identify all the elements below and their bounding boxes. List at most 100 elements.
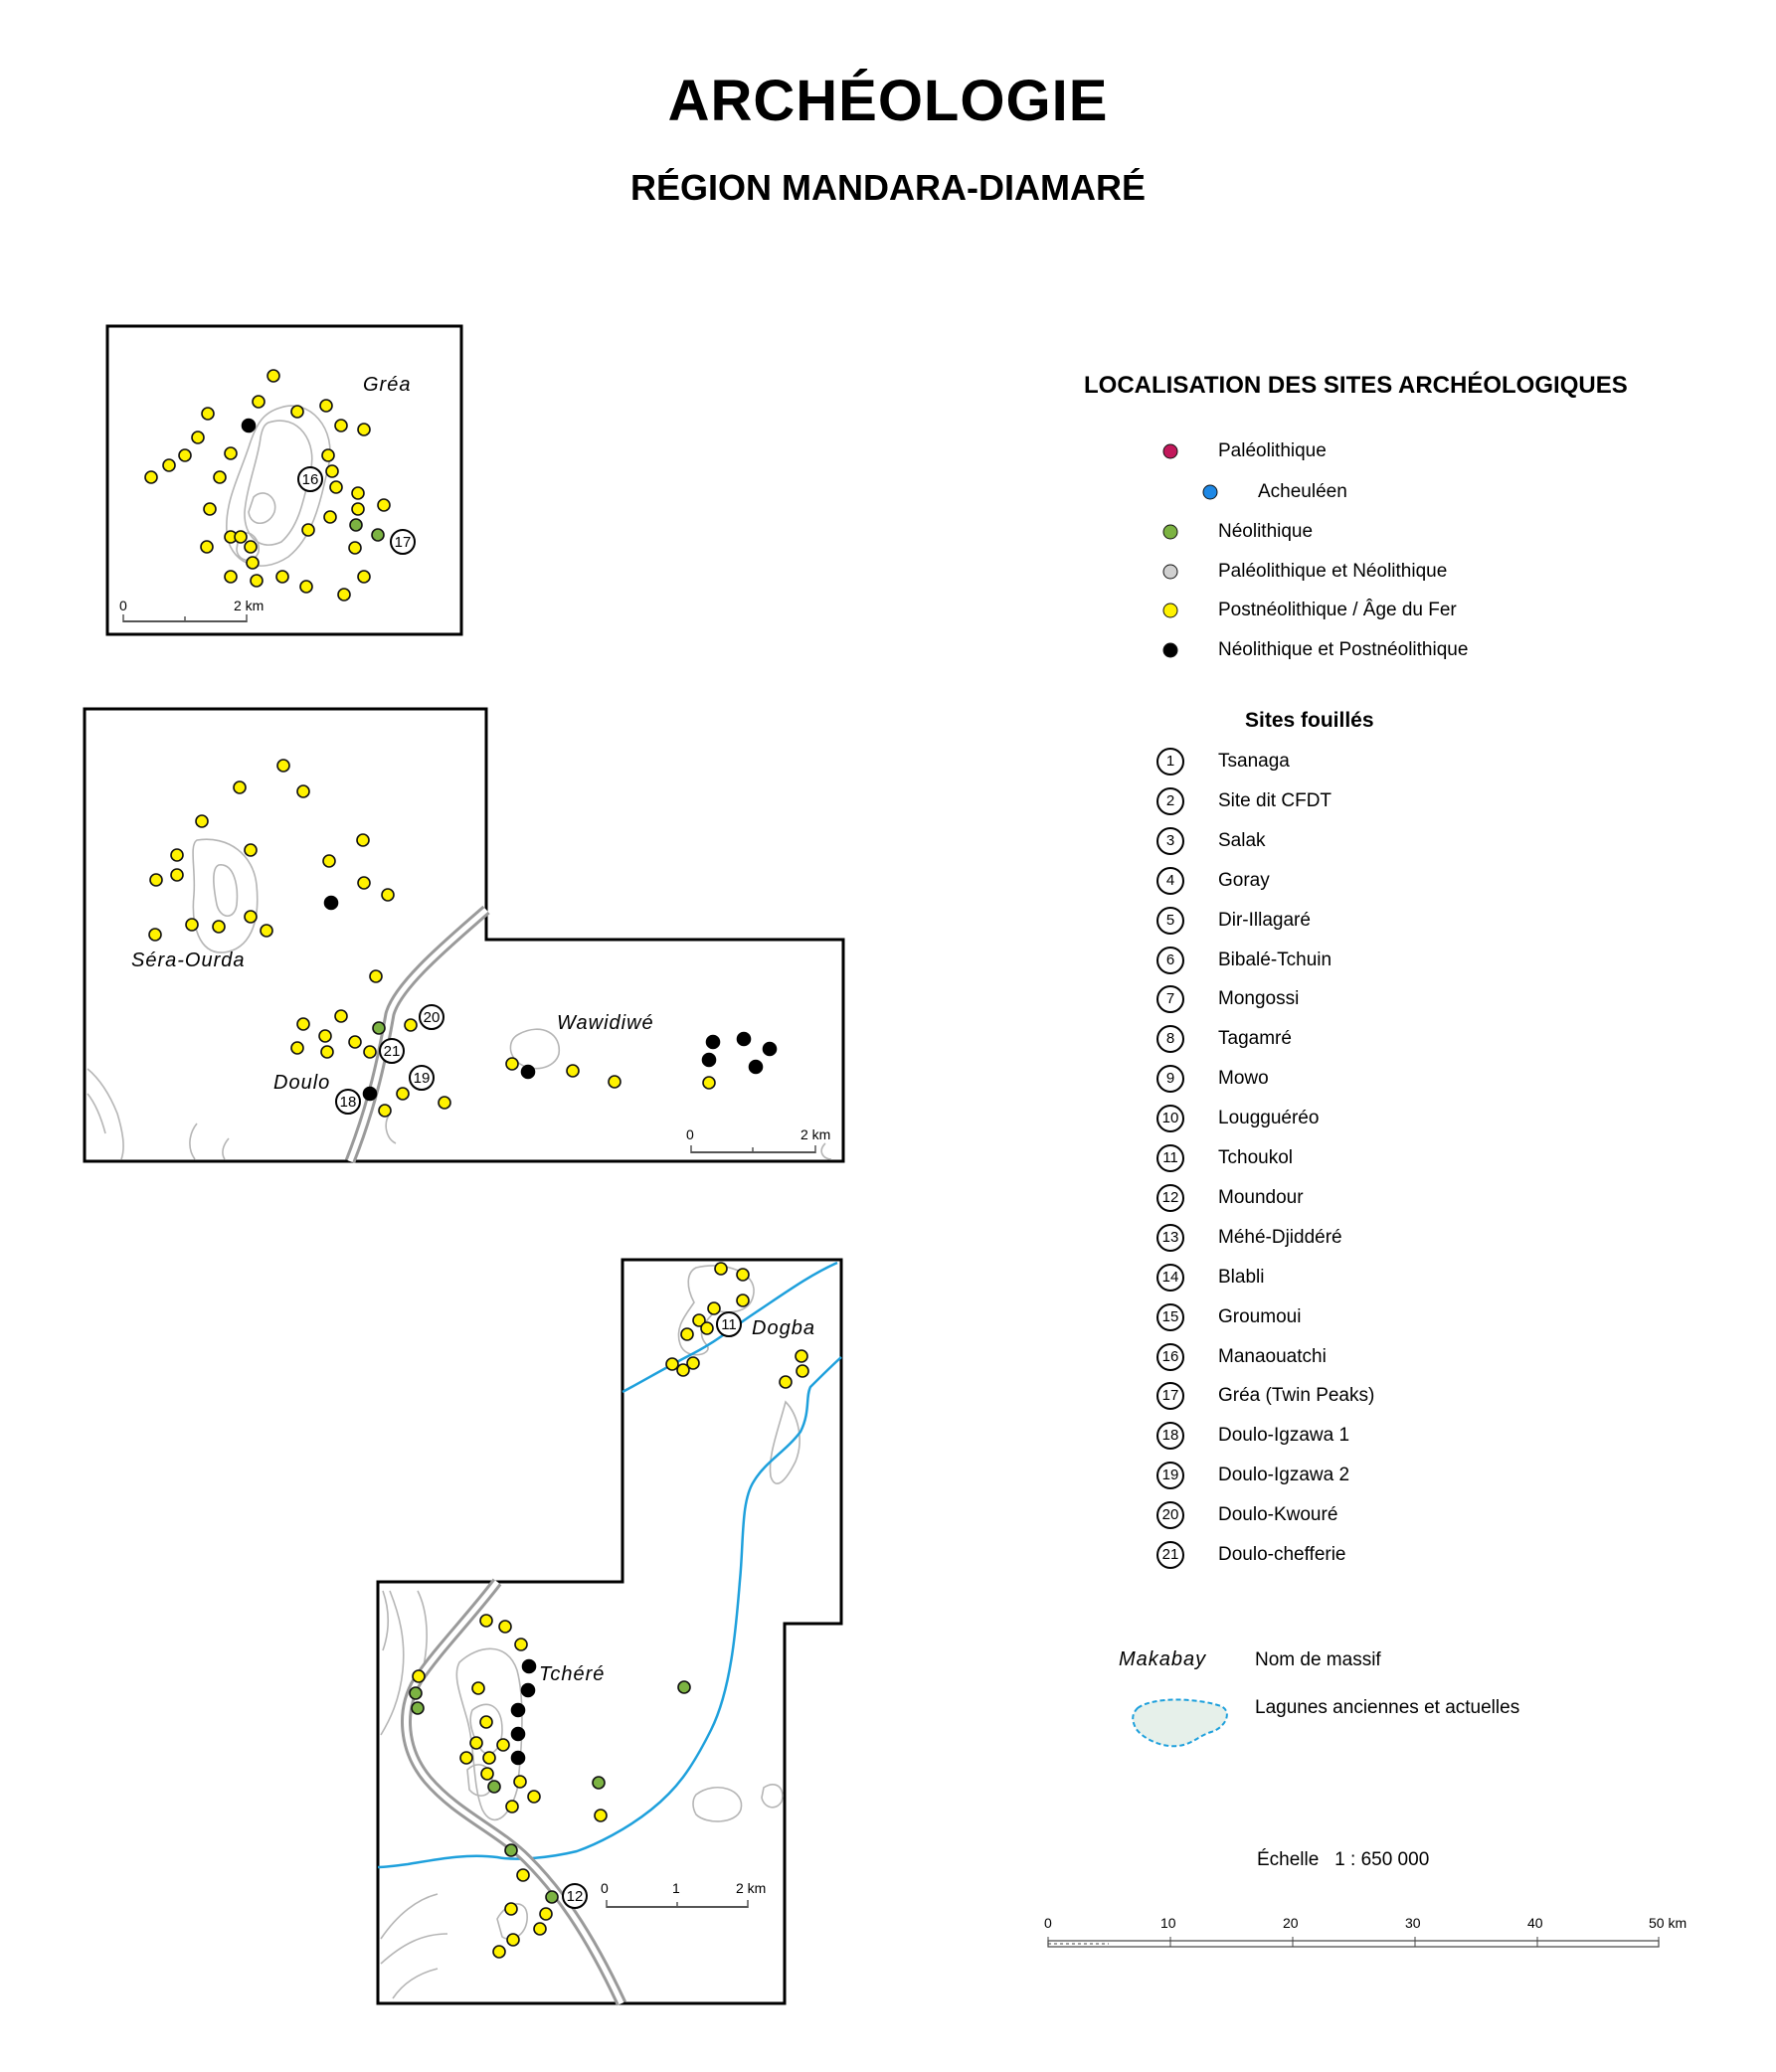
doulo-scale-bar: 0 2 km [686, 1126, 830, 1153]
svg-text:1: 1 [672, 1880, 680, 1896]
svg-text:2 km: 2 km [234, 598, 264, 613]
legend-site-number: 8 [1156, 1025, 1184, 1054]
legend-site-number: 5 [1156, 906, 1184, 935]
period-color-swatch [1162, 524, 1178, 540]
period-color-swatch [1202, 484, 1218, 500]
legend-period-dot [1202, 484, 1218, 500]
massif-legend-label: Nom de massif [1255, 1649, 1381, 1670]
site-marker-17[interactable]: 17 [390, 529, 416, 555]
legend-period-label: Postnéolithique / Âge du Fer [1218, 600, 1457, 620]
svg-text:21: 21 [384, 1043, 401, 1060]
svg-text:2 km: 2 km [736, 1880, 766, 1896]
legend-site-number: 15 [1156, 1302, 1184, 1331]
legend-site-number: 18 [1156, 1422, 1184, 1451]
inset-grea: 16 17 Gréa 0 2 km [105, 324, 463, 636]
legend-site-number: 17 [1156, 1382, 1184, 1411]
legend-site-number: 1 [1156, 748, 1184, 776]
legend-site-name: Mongossi [1218, 988, 1300, 1010]
site-marker-20[interactable]: 20 [419, 1004, 444, 1030]
legend-period-label: Néolithique et Postnéolithique [1218, 639, 1469, 660]
doulo-contours [87, 838, 832, 1160]
legend-site-number: 12 [1156, 1183, 1184, 1212]
legend-period-dot [1162, 603, 1178, 618]
svg-text:2 km: 2 km [800, 1126, 830, 1142]
lagoon-legend-label: Lagunes anciennes et actuelles [1255, 1697, 1520, 1718]
legend-site-name: Moundour [1218, 1186, 1304, 1208]
legend-site-name: Doulo-Igzawa 1 [1218, 1425, 1350, 1447]
legend-site-number: 20 [1156, 1501, 1184, 1530]
dogba-scale-bar: 0 1 2 km [601, 1880, 766, 1908]
map-title: ARCHÉOLOGIE [667, 69, 1109, 133]
legend-site-name: Dir-Illagaré [1218, 909, 1311, 931]
scale-caption: Échelle 1 : 650 000 [1257, 1849, 1429, 1871]
scale-tick-label: 0 [1044, 1915, 1052, 1931]
site-marker-11[interactable]: 11 [716, 1311, 742, 1337]
site-marker-21[interactable]: 21 [379, 1038, 405, 1064]
period-color-swatch [1162, 603, 1178, 618]
legend-site-name: Doulo-Kwouré [1218, 1504, 1338, 1526]
scale-tick-label: 10 [1160, 1915, 1176, 1931]
site-marker-12[interactable]: 12 [562, 1883, 588, 1909]
legend-period-label: Paléolithique et Néolithique [1218, 561, 1448, 582]
legend-site-name: Tsanaga [1218, 751, 1290, 772]
inset-dogba: 11 12 Dogba Tchéré 0 1 2 km [376, 1258, 843, 2006]
legend-site-number: 13 [1156, 1223, 1184, 1252]
legend-site-name: Gréa (Twin Peaks) [1218, 1385, 1375, 1407]
legend-site-number: 16 [1156, 1342, 1184, 1371]
site-marker-18[interactable]: 18 [335, 1089, 361, 1115]
map-subtitle: RÉGION MANDARA-DIAMARÉ [630, 167, 1146, 208]
main-scale-bar [1047, 1937, 1660, 1948]
dogba-road [401, 1578, 626, 2006]
grea-contours [226, 405, 331, 567]
svg-text:0: 0 [601, 1880, 609, 1896]
doulo-road [344, 905, 490, 1164]
site-marker-19[interactable]: 19 [409, 1065, 435, 1091]
legend-period-dot [1162, 443, 1178, 459]
svg-text:0: 0 [119, 598, 127, 613]
scale-tick-label: 30 [1405, 1915, 1421, 1931]
legend-period-dot [1162, 642, 1178, 658]
svg-text:12: 12 [567, 1888, 584, 1905]
legend-site-number: 19 [1156, 1462, 1184, 1490]
legend-site-name: Doulo-chefferie [1218, 1544, 1346, 1565]
legend-sites-heading: Sites fouillés [1245, 709, 1374, 732]
legend-period-dot [1162, 564, 1178, 580]
massif-sample-label: Makabay [1119, 1648, 1207, 1670]
legend-site-name: Tchoukol [1218, 1147, 1293, 1168]
place-label-tchere: Tchéré [539, 1663, 605, 1685]
legend-site-number: 14 [1156, 1263, 1184, 1292]
inset-doulo: 20 21 19 18 Séra-Ourda Wawidiwé Doulo 0 … [83, 707, 845, 1164]
legend-period-label: Néolithique [1218, 521, 1314, 542]
legend-period-dot [1162, 524, 1178, 540]
svg-text:19: 19 [414, 1070, 431, 1087]
legend-site-number: 4 [1156, 866, 1184, 895]
legend-site-number: 6 [1156, 946, 1184, 974]
svg-text:17: 17 [395, 534, 412, 551]
scale-tick-label: 20 [1283, 1915, 1299, 1931]
legend-site-number: 10 [1156, 1105, 1184, 1133]
grea-scale-bar: 0 2 km [119, 598, 264, 622]
scale-tick-label: 40 [1527, 1915, 1543, 1931]
legend-site-name: Salak [1218, 829, 1266, 851]
legend-site-number: 3 [1156, 826, 1184, 855]
svg-text:20: 20 [424, 1009, 441, 1026]
legend-heading: LOCALISATION DES SITES ARCHÉOLOGIQUES [1084, 372, 1628, 399]
place-label-grea: Gréa [363, 374, 411, 396]
legend-site-name: Site dit CFDT [1218, 789, 1332, 811]
period-color-swatch [1162, 642, 1178, 658]
site-marker-16[interactable]: 16 [297, 466, 323, 492]
place-label-dogba: Dogba [752, 1317, 815, 1339]
grea-sites [144, 369, 391, 602]
legend-site-name: Manaouatchi [1218, 1345, 1327, 1367]
legend-site-name: Blabli [1218, 1266, 1265, 1288]
legend-site-number: 7 [1156, 985, 1184, 1014]
legend-site-name: Lougguéréo [1218, 1108, 1320, 1129]
legend-site-name: Goray [1218, 869, 1270, 891]
dogba-sites [409, 1262, 809, 1959]
scale-label: Échelle [1257, 1849, 1320, 1870]
legend-site-number: 11 [1156, 1144, 1184, 1172]
period-color-swatch [1162, 443, 1178, 459]
svg-text:16: 16 [302, 471, 319, 488]
legend-site-number: 9 [1156, 1065, 1184, 1094]
